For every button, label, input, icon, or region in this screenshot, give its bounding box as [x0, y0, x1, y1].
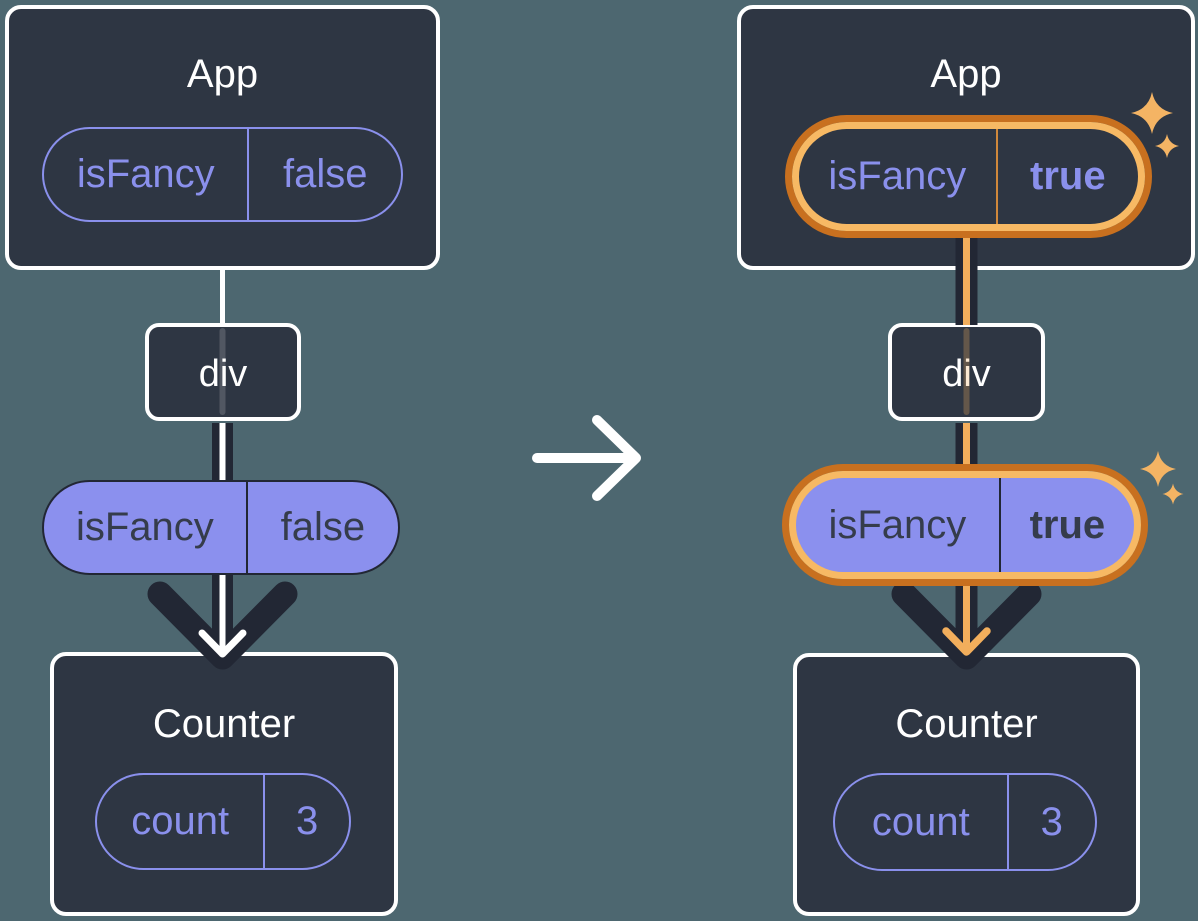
div-box-right: [888, 323, 1045, 421]
app-title-left: App: [186, 52, 259, 96]
down-arrow-icon: [891, 581, 1042, 670]
prop-value: true: [995, 129, 1138, 224]
state-pill-counter-right: count 3: [833, 773, 1097, 871]
div-label-right: div: [942, 353, 991, 395]
prop-name: isFancy: [75, 505, 214, 549]
sparkle-icon: [1162, 483, 1184, 505]
prop-name: isFancy: [76, 152, 215, 196]
down-arrowhead-white-left: [198, 629, 247, 658]
state-name: count: [871, 799, 970, 844]
counter-box-left: [50, 652, 398, 916]
app-title-right: App: [930, 52, 1002, 96]
state-value: 3: [263, 775, 349, 868]
prop-name: isFancy: [828, 502, 967, 547]
prop-pill-app-left: isFancy false: [42, 127, 403, 222]
transition-arrow-icon: [532, 415, 641, 501]
prop-pill-app-right-highlight: isFancy true: [785, 115, 1152, 238]
state-pill-counter-left: count 3: [95, 773, 351, 870]
state-value: 3: [1006, 775, 1095, 869]
prop-pill-passed-left: isFancy false: [42, 480, 400, 575]
prop-value: false: [245, 482, 398, 573]
div-box-left: [145, 323, 301, 421]
state-name: count: [131, 799, 230, 843]
sparkle-icon: [1140, 451, 1176, 487]
counter-title-right: Counter: [895, 702, 1038, 746]
div-label-left: div: [198, 353, 248, 395]
prop-name: isFancy: [828, 154, 967, 198]
down-arrowhead-orange-right: [942, 627, 991, 656]
counter-title-left: Counter: [152, 702, 296, 746]
prop-pill-passed-right-highlight: isFancy true: [782, 464, 1148, 586]
prop-value: true: [998, 478, 1134, 572]
prop-value: false: [247, 129, 401, 220]
down-arrow-icon: [147, 581, 298, 670]
